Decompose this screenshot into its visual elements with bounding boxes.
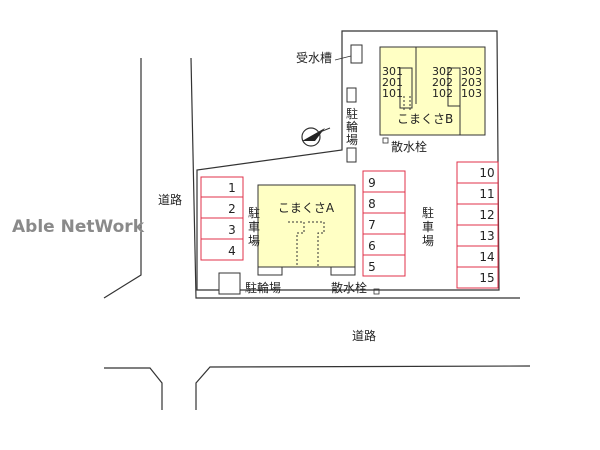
- bike-parking-label-3: 場: [346, 133, 358, 147]
- parking-right: 10 11 12 13 14 15: [456, 161, 499, 289]
- parking-label-left-1: 駐: [248, 205, 260, 220]
- parking-space: [456, 266, 499, 289]
- bike-parking-box: [346, 87, 357, 103]
- sprinkler-label-bottom: 散水栓: [331, 280, 367, 295]
- building-a-hall: [288, 221, 325, 266]
- bike-parking-box-bottom: [218, 272, 241, 295]
- parking-space: [200, 238, 244, 261]
- parking-space: [200, 217, 244, 240]
- water-tank-label: 受水槽: [296, 51, 332, 65]
- parking-number: 2: [228, 202, 236, 216]
- bike-parking-label-1: 駐: [346, 106, 358, 121]
- bike-parking-label-2: 輪: [346, 119, 358, 134]
- building-a-porch: [257, 266, 283, 276]
- room-label: 102: [432, 87, 453, 100]
- water-tank-leader: [334, 55, 352, 61]
- parking-space: [200, 196, 244, 219]
- parking-number: 14: [479, 250, 494, 264]
- parking-number: 11: [479, 187, 494, 201]
- room-label: 201: [382, 76, 403, 89]
- water-tank-shape: [350, 44, 363, 64]
- road-edge-lower-right: [195, 365, 531, 410]
- parking-label-right-2: 車: [422, 220, 434, 234]
- road-edge-left-inner: [190, 57, 520, 299]
- road-edge-lower-left: [104, 367, 163, 410]
- building-b: 301 201 101 302 202 102 303 203 103 こまくさ…: [379, 46, 486, 136]
- sprinkler-icon: [373, 288, 380, 295]
- parking-label-right-3: 場: [422, 234, 434, 248]
- parking-number: 4: [228, 244, 236, 258]
- room-label: 203: [461, 76, 482, 89]
- parking-number: 10: [479, 166, 494, 180]
- building-a: こまくさA: [257, 184, 356, 276]
- bike-parking-box: [346, 147, 357, 163]
- building-a-porch: [330, 266, 356, 276]
- parking-number: 5: [368, 260, 376, 274]
- parking-label-left-2: 車: [248, 220, 260, 234]
- parking-left: 1 2 3 4: [200, 176, 244, 261]
- room-label: 103: [461, 87, 482, 100]
- building-a-name: こまくさA: [278, 201, 335, 215]
- room-label: 202: [432, 76, 453, 89]
- room-label: 101: [382, 87, 403, 100]
- parking-label-right-1: 駐: [422, 205, 434, 220]
- parking-middle: 9 8 7 6 5: [362, 170, 406, 277]
- parking-number: 8: [368, 197, 376, 211]
- road-label-left: 道路: [158, 192, 182, 207]
- parking-space: [200, 176, 244, 198]
- parking-number: 13: [479, 229, 494, 243]
- watermark-text: Able NetWork: [12, 217, 145, 237]
- room-label: 302: [432, 65, 453, 78]
- parking-number: 1: [228, 181, 236, 195]
- sprinkler-label-top: 散水栓: [391, 139, 427, 154]
- parking-number: 9: [368, 176, 376, 190]
- building-b-body: [379, 46, 486, 136]
- parking-number: 3: [228, 223, 236, 237]
- parking-number: 6: [368, 239, 376, 253]
- building-b-hall: [403, 96, 411, 112]
- bike-parking-label-bottom: 駐輪場: [245, 280, 281, 295]
- road-label-bottom: 道路: [352, 328, 376, 343]
- road-edge-left-outer: [103, 58, 142, 299]
- building-a-body: [257, 184, 356, 268]
- room-label: 303: [461, 65, 482, 78]
- parking-space: [362, 254, 406, 277]
- parking-label-left-3: 場: [248, 234, 260, 248]
- compass-icon: [301, 127, 331, 147]
- building-b-stair: [399, 67, 413, 109]
- parking-number: 7: [368, 218, 376, 232]
- parking-number: 12: [479, 208, 494, 222]
- building-b-stair: [447, 67, 461, 107]
- sprinkler-icon: [382, 137, 389, 144]
- building-b-name: こまくさB: [397, 112, 453, 126]
- parking-number: 15: [479, 271, 494, 285]
- room-label: 301: [382, 65, 403, 78]
